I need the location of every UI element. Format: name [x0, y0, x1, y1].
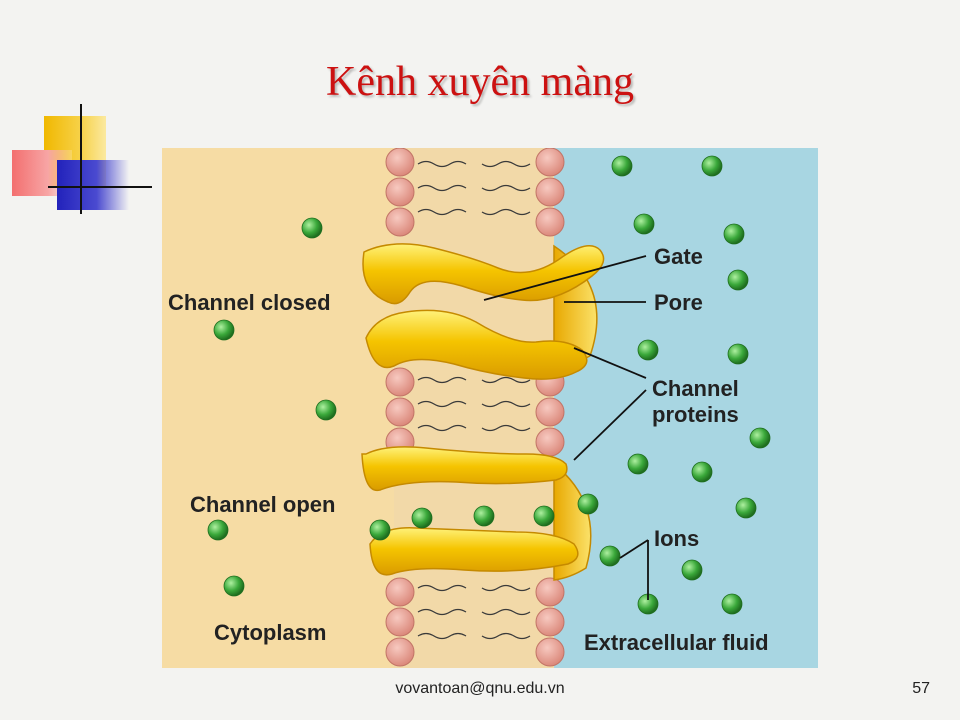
- label-channel-closed: Channel closed: [168, 290, 331, 315]
- membrane-channel-diagram: Channel closed Channel open Cytoplasm Ga…: [162, 148, 818, 668]
- decor-vertical-line: [80, 104, 82, 214]
- ion: [735, 497, 757, 519]
- closed-channel-lower-protein: [365, 309, 588, 380]
- closed-channel-upper-protein: [362, 243, 605, 305]
- label-channel-open: Channel open: [190, 492, 335, 517]
- open-channel: [361, 446, 592, 581]
- ion: [599, 545, 621, 567]
- ion: [627, 453, 649, 475]
- ion: [681, 559, 703, 581]
- ion: [721, 593, 743, 615]
- cytoplasm-region: [162, 148, 394, 668]
- ion: [633, 213, 655, 235]
- decor-horizontal-line: [48, 186, 152, 188]
- decor-blue-square: [57, 160, 129, 210]
- ion: [637, 339, 659, 361]
- ion: [723, 223, 745, 245]
- extracellular-region: [554, 148, 818, 668]
- ion: [473, 505, 495, 527]
- lipid-heads-left: [385, 148, 415, 667]
- label-pore: Pore: [654, 290, 703, 315]
- slide-title: Kênh xuyên màng: [326, 59, 634, 105]
- ions: [207, 155, 771, 615]
- ion: [213, 319, 235, 341]
- ion: [577, 493, 599, 515]
- ion: [611, 155, 633, 177]
- label-ions: Ions: [654, 526, 699, 551]
- ion: [223, 575, 245, 597]
- leader-lines: [483, 255, 649, 600]
- label-channel-proteins-line2: proteins: [652, 402, 739, 427]
- ion: [691, 461, 713, 483]
- page-number: 57: [912, 680, 930, 697]
- ion: [369, 519, 391, 541]
- open-channel-upper-protein: [361, 446, 568, 492]
- label-channel-proteins-line1: Channel: [652, 376, 739, 401]
- closed-channel: [362, 243, 605, 380]
- ion: [749, 427, 771, 449]
- ion: [301, 217, 323, 239]
- ion: [315, 399, 337, 421]
- footer-email: vovantoan@qnu.edu.vn: [395, 680, 565, 697]
- open-channel-lower-protein: [369, 527, 579, 576]
- label-cytoplasm: Cytoplasm: [214, 620, 326, 645]
- label-gate: Gate: [654, 244, 703, 269]
- ion: [411, 507, 433, 529]
- label-extracellular-fluid: Extracellular fluid: [584, 630, 769, 655]
- membrane-core: [394, 148, 554, 668]
- ion: [533, 505, 555, 527]
- ion: [207, 519, 229, 541]
- ion: [727, 343, 749, 365]
- lipid-tails: [417, 160, 531, 640]
- ion: [701, 155, 723, 177]
- lipid-heads-right: [535, 148, 565, 667]
- ion: [727, 269, 749, 291]
